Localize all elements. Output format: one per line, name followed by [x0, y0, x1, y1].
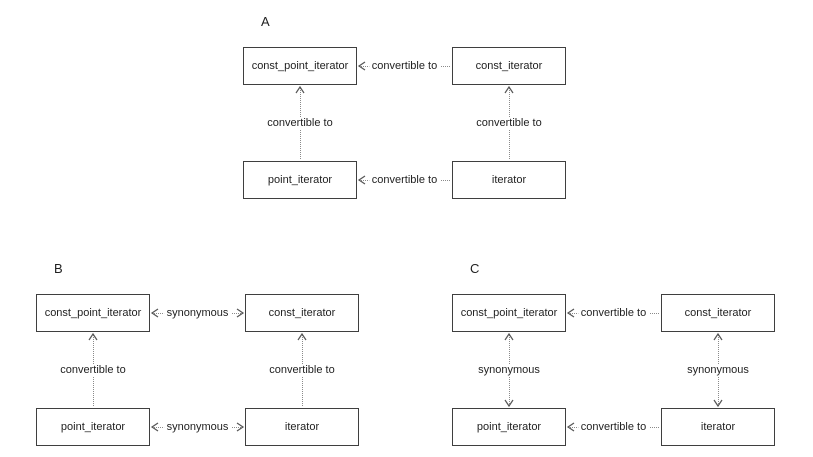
edge-right-vertical: convertible to: [266, 332, 338, 408]
arrowhead-up-icon: [504, 85, 514, 94]
edge-label: synonymous: [475, 364, 543, 376]
arrowhead-up-icon: [504, 332, 514, 341]
edge-label: convertible to: [368, 60, 441, 72]
edge-label: convertible to: [473, 117, 545, 129]
arrowhead-down-icon: [713, 399, 723, 408]
node-const-point-iterator: const_point_iterator: [243, 47, 357, 85]
arrowhead-left-icon: [566, 308, 575, 318]
node-const-iterator: const_iterator: [245, 294, 359, 332]
edge-label: convertible to: [57, 364, 129, 376]
panel-label: B: [54, 261, 63, 276]
panel-c: C const_point_iterator const_iterator po…: [452, 261, 775, 446]
edge-label: convertible to: [577, 421, 650, 433]
edge-label: synonymous: [684, 364, 752, 376]
arrowhead-left-icon: [357, 175, 366, 185]
edge-bottom-horizontal: convertible to: [566, 417, 661, 437]
arrowhead-up-icon: [88, 332, 98, 341]
edge-label: convertible to: [264, 117, 336, 129]
edge-right-vertical: convertible to: [473, 85, 545, 161]
node-iterator: iterator: [452, 161, 566, 199]
edge-label: synonymous: [163, 307, 232, 319]
node-iterator: iterator: [661, 408, 775, 446]
edge-top-horizontal: convertible to: [357, 56, 452, 76]
node-const-iterator: const_iterator: [661, 294, 775, 332]
panel-a: A const_point_iterator const_iterator po…: [243, 14, 566, 199]
edge-left-vertical: convertible to: [264, 85, 336, 161]
arrowhead-up-icon: [295, 85, 305, 94]
arrowhead-left-icon: [566, 422, 575, 432]
node-iterator: iterator: [245, 408, 359, 446]
node-point-iterator: point_iterator: [452, 408, 566, 446]
arrowhead-left-icon: [150, 422, 159, 432]
arrowhead-right-icon: [236, 422, 245, 432]
panel-b: B const_point_iterator const_iterator po…: [36, 261, 359, 446]
edge-left-vertical: synonymous: [475, 332, 543, 408]
node-const-point-iterator: const_point_iterator: [36, 294, 150, 332]
arrowhead-down-icon: [504, 399, 514, 408]
panel-label: A: [261, 14, 270, 29]
arrowhead-left-icon: [357, 61, 366, 71]
arrowhead-left-icon: [150, 308, 159, 318]
edge-label: convertible to: [368, 174, 441, 186]
node-const-iterator: const_iterator: [452, 47, 566, 85]
arrowhead-up-icon: [713, 332, 723, 341]
edge-bottom-horizontal: convertible to: [357, 170, 452, 190]
arrowhead-right-icon: [236, 308, 245, 318]
edge-label: convertible to: [577, 307, 650, 319]
node-point-iterator: point_iterator: [36, 408, 150, 446]
panel-label: C: [470, 261, 480, 276]
edge-bottom-horizontal: synonymous: [150, 417, 245, 437]
edge-top-horizontal: synonymous: [150, 303, 245, 323]
edge-top-horizontal: convertible to: [566, 303, 661, 323]
edge-right-vertical: synonymous: [684, 332, 752, 408]
node-const-point-iterator: const_point_iterator: [452, 294, 566, 332]
arrowhead-up-icon: [297, 332, 307, 341]
edge-left-vertical: convertible to: [57, 332, 129, 408]
edge-label: synonymous: [163, 421, 232, 433]
node-point-iterator: point_iterator: [243, 161, 357, 199]
edge-label: convertible to: [266, 364, 338, 376]
